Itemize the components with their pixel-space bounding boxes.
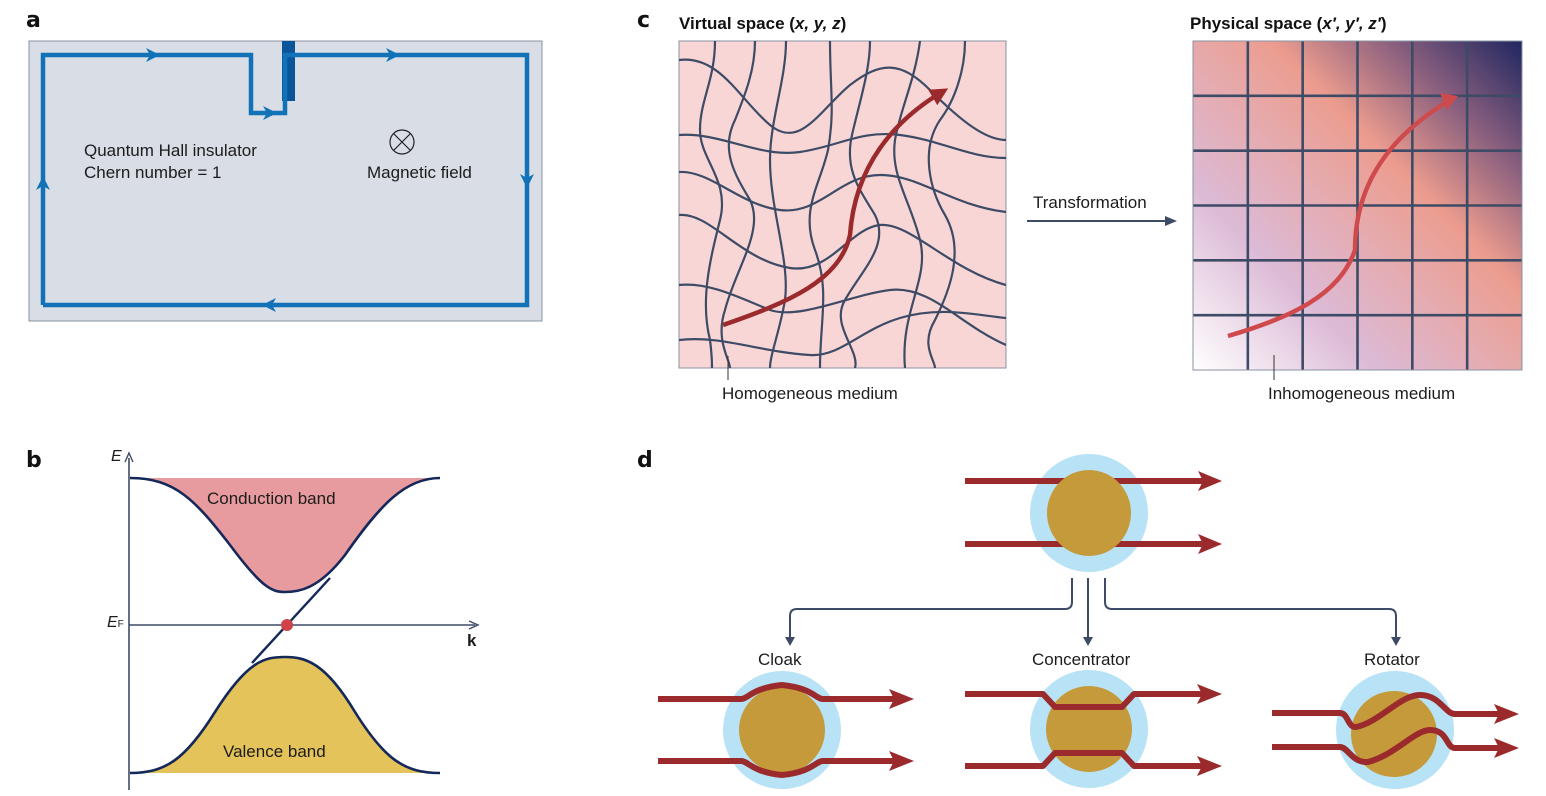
device-core [1047,470,1131,556]
ray-arrowhead-icon [1198,471,1222,491]
arrow-down-icon [1083,637,1093,646]
physical-coords: x′, y′, z′ [1322,14,1381,33]
current-arrow-icon [520,174,534,188]
device-core [739,687,825,773]
light-ray [1272,726,1500,765]
arrow-down-icon [1391,637,1401,646]
physical-light-ray [1227,98,1452,339]
regular-grid [1193,41,1522,370]
transformation-arrow-head-icon [1165,216,1177,226]
light-ray [658,758,895,779]
energy-axis-arrow-icon [124,451,134,463]
physical-space-title-text: Physical space ( [1190,14,1323,33]
ray-arrowhead-icon [889,689,914,709]
device-core [1351,691,1437,777]
concentrator-device [965,670,1222,788]
magnetic-field-label: Magnetic field [367,163,472,182]
current-arrow-icon [262,298,276,312]
panel-label-b: b [26,448,42,473]
physical-space-medium [1193,41,1522,370]
light-ray [658,681,895,702]
concentrator-label: Concentrator [1032,650,1131,669]
current-arrow-icon [146,48,160,62]
contact-probe [282,41,295,101]
edge-current-loop [43,55,288,113]
cloak-label: Cloak [758,650,802,669]
inhomogeneous-medium-label: Inhomogeneous medium [1268,384,1456,403]
panel-label-d: d [637,448,653,473]
current-arrow-icon [36,176,50,190]
virtual-space-medium [678,40,1007,369]
current-arrow-icon [386,48,400,62]
virtual-coords: x, y, z [794,14,841,33]
distorted-grid [679,41,1006,368]
ray-arrowhead-icon [1494,704,1519,724]
device-shell [1030,454,1148,572]
dirac-point [281,619,293,631]
cloak-device [658,671,914,789]
virtual-space-title: Virtual space (x, y, z) [679,14,847,33]
device-shell [723,671,841,789]
momentum-axis-arrow-icon [468,620,480,630]
branch-connectors [789,578,1397,640]
ray-arrowhead-icon [889,751,914,771]
transformation-label: Transformation [1033,193,1147,212]
panel-label-a: a [26,8,41,33]
conduction-band-label: Conduction band [207,489,336,508]
fermi-energy-symbol: E [107,614,118,631]
physical-space-title: Physical space (x′, y′, z′) [1190,14,1387,33]
light-ray [965,750,1203,769]
arrow-down-icon [785,637,795,646]
rotator-device [1272,671,1519,789]
virtual-light-ray [722,88,949,328]
panel-label-c: c [637,8,651,33]
device-shell [1336,671,1454,789]
device-core [1046,686,1132,772]
momentum-axis-label: k [467,631,477,650]
light-ray [1272,691,1500,730]
ray-arrowhead-icon [1198,534,1222,554]
current-arrow-icon [263,106,277,120]
light-ray [965,691,1203,710]
fermi-subscript: F [117,619,124,630]
fermi-energy-label: EF [107,614,124,632]
edge-state-line [251,577,331,664]
ray-arrowhead-icon [1494,738,1519,758]
rotator-label: Rotator [1364,650,1420,669]
ray-arrowhead-icon [1197,756,1222,776]
energy-axis-label: E [111,448,122,465]
valence-band-label: Valence band [223,742,326,761]
transformation-device [965,454,1222,572]
virtual-space-title-text: Virtual space ( [679,14,795,33]
chern-number-label: Chern number = 1 [84,163,222,182]
physical-ray-arrowhead-icon [1440,93,1458,110]
magnetic-field-into-page-icon [389,129,415,155]
device-shell [1030,670,1148,788]
quantum-hall-label: Quantum Hall insulator [84,141,257,160]
homogeneous-medium-label: Homogeneous medium [722,384,898,403]
ray-arrowhead-icon [1197,684,1222,704]
